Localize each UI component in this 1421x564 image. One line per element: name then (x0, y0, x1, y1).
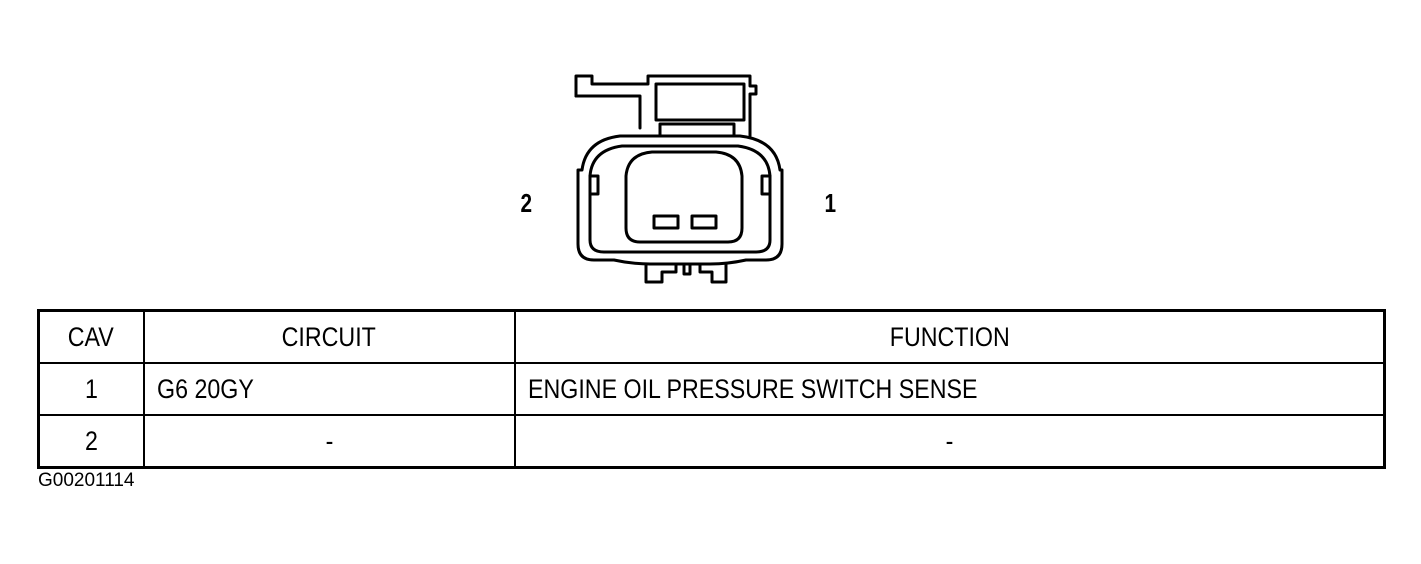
table-header-row: CAV CIRCUIT FUNCTION (37, 309, 1386, 364)
header-function: FUNCTION (513, 309, 1386, 364)
cav-cell: 1 (37, 362, 145, 416)
connector-bottom-tabs (644, 262, 728, 284)
connector-housing-inner (588, 144, 772, 254)
function-cell: ENGINE OIL PRESSURE SWITCH SENSE (513, 362, 1386, 416)
circuit-cell: - (142, 414, 516, 469)
pin-label-2: 2 (520, 188, 533, 218)
header-circuit: CIRCUIT (142, 309, 516, 364)
terminal-2 (652, 214, 680, 230)
connector-housing-outer (576, 134, 784, 266)
cav-cell: 2 (37, 414, 145, 469)
connector-face-illustration (574, 74, 784, 284)
connector-latch-window (654, 82, 746, 122)
circuit-cell: G6 20GY (142, 362, 516, 416)
terminal-1 (690, 214, 718, 230)
pin-label-1: 1 (824, 188, 837, 218)
figure-id: G00201114 (38, 470, 135, 491)
connector-latch-slot (658, 122, 736, 138)
table-row: 1 G6 20GY ENGINE OIL PRESSURE SWITCH SEN… (37, 362, 1386, 416)
function-cell: - (513, 414, 1386, 469)
connector-latch-left-arm (574, 94, 642, 130)
cavity-table: CAV CIRCUIT FUNCTION 1 G6 20GY ENGINE OI… (37, 309, 1386, 469)
table-row: 2 - - (37, 414, 1386, 469)
connector-latch (574, 74, 758, 138)
header-cav: CAV (37, 309, 145, 364)
connector-cavity (624, 150, 744, 244)
connector-left-notch (588, 174, 600, 196)
connector-right-notch (760, 174, 772, 196)
